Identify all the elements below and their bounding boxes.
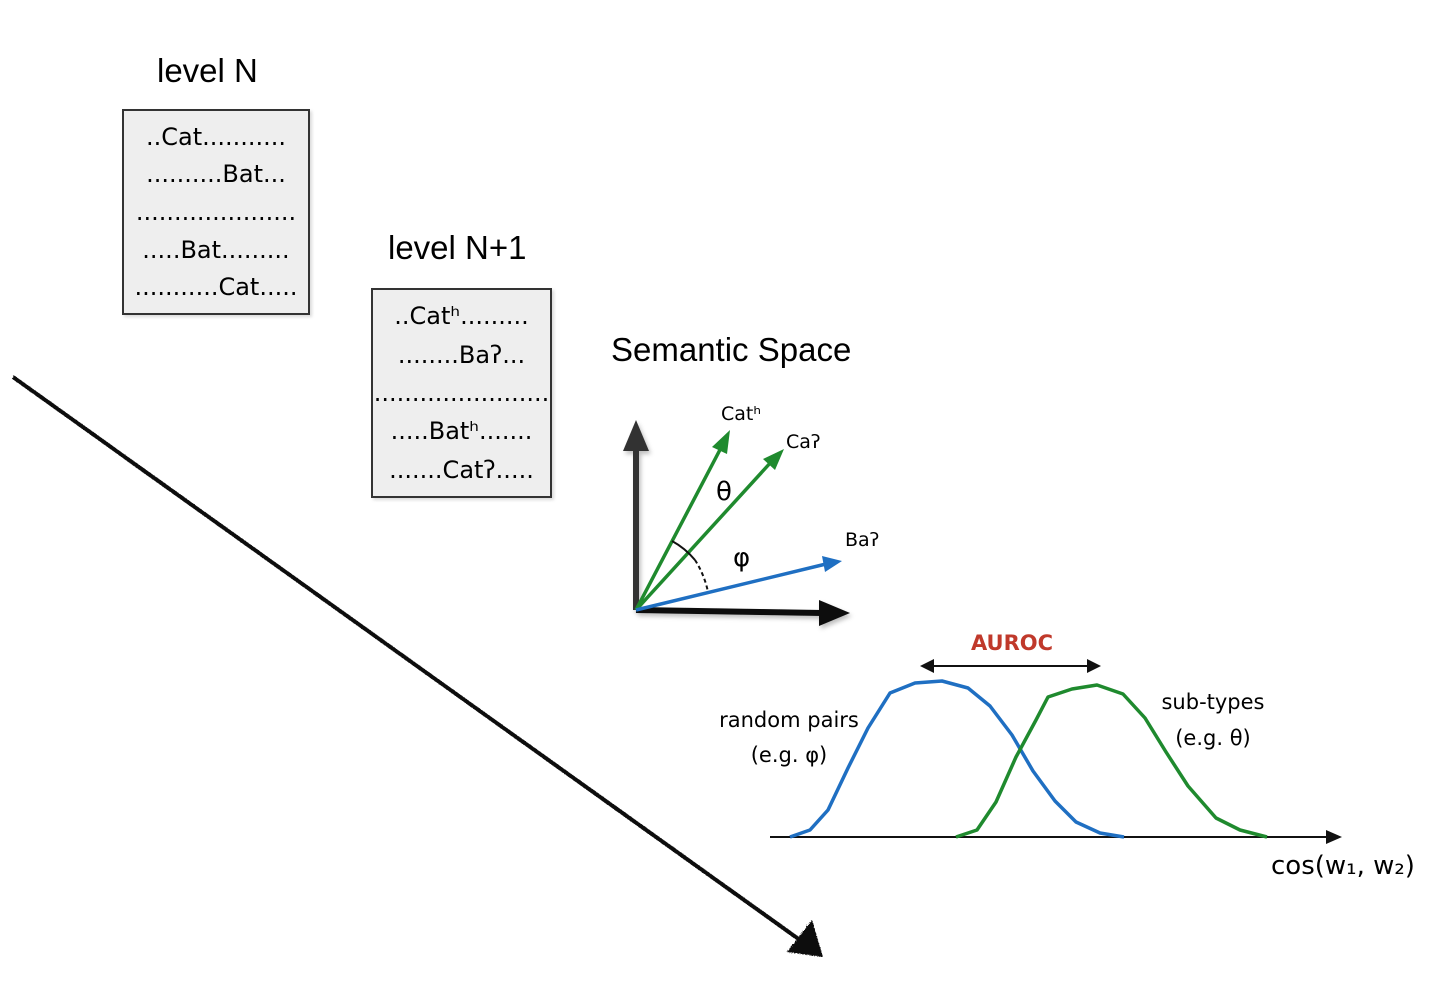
random-pairs-curve	[789, 679, 1125, 839]
random-pairs-example: (e.g. φ)	[751, 743, 828, 767]
theta-arc	[671, 540, 696, 561]
corpus-line: ..Cat...........	[145, 122, 287, 151]
corpus-line: ...........Cat.....	[134, 273, 298, 302]
level-n1-title: level N+1	[388, 229, 527, 266]
sub-types-curve	[955, 683, 1268, 839]
auroc-label: AUROC	[971, 631, 1053, 655]
corpus-line: .....Batʰ.......	[390, 417, 533, 446]
semantic-axes	[623, 420, 850, 626]
vector-baq	[635, 556, 842, 612]
vector-label-caq: Caʔ	[786, 431, 821, 453]
level-progression-arrow	[11, 375, 823, 957]
phi-label: φ	[733, 543, 750, 573]
vector-cath	[634, 430, 730, 611]
vector-label-baq: Baʔ	[845, 529, 879, 551]
vector-caq	[634, 449, 784, 612]
random-pairs-label: random pairs	[719, 708, 859, 732]
level-n-title: level N	[157, 52, 258, 89]
vector-label-cath: Catʰ	[721, 403, 761, 425]
corpus-line: .....Bat.........	[142, 235, 290, 264]
corpus-line: ..Catʰ.........	[394, 302, 529, 331]
theta-label: θ	[716, 477, 732, 507]
corpus-line: .......Catʔ.....	[389, 455, 534, 484]
distribution-plot	[770, 659, 1342, 844]
level-n-corpus-box: ..Cat........... ..........Bat... ......…	[122, 109, 310, 315]
sub-types-label: sub-types	[1161, 690, 1264, 714]
level-n1-corpus-box: ..Catʰ......... ........Baʔ... .........…	[371, 288, 552, 498]
corpus-line: ........Baʔ...	[397, 340, 526, 369]
corpus-line: .......................	[373, 378, 550, 407]
phi-arc	[694, 559, 709, 593]
sub-types-example: (e.g. θ)	[1175, 726, 1251, 750]
corpus-line: .....................	[135, 197, 297, 226]
corpus-line: ..........Bat...	[146, 160, 286, 189]
axis-label: cos(w₁, w₂)	[1271, 851, 1415, 881]
semantic-space-title: Semantic Space	[611, 331, 852, 368]
